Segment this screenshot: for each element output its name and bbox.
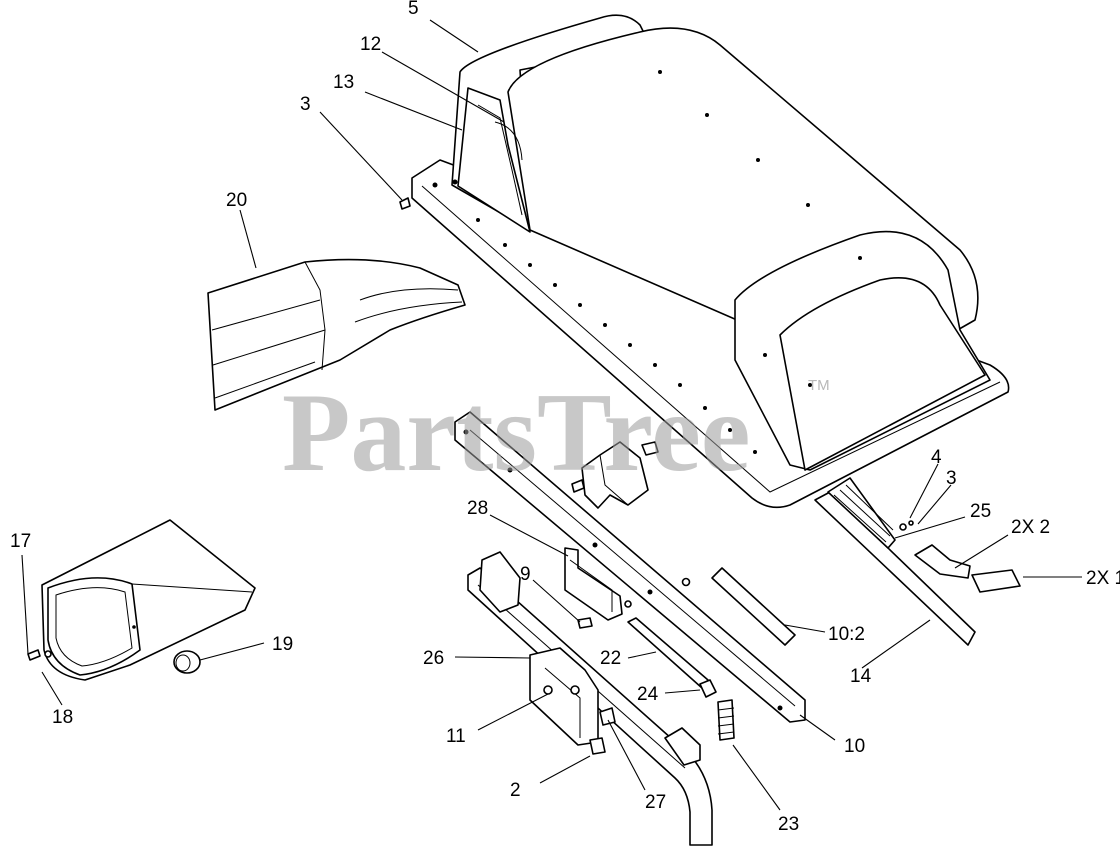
bushing [699,679,717,698]
foam-strip [711,567,796,646]
rubber-plug [173,650,201,674]
callout-4: 4 [931,447,942,468]
lower-bracket [564,547,691,629]
callout-12: 12 [360,34,381,55]
callout-2x-2: 2X 2 [1011,517,1050,538]
hood-assembly [411,14,1010,509]
spring [717,699,735,741]
callout-10: 10 [844,736,865,757]
callout-13: 13 [333,72,354,93]
callout-20: 20 [226,190,247,211]
handle-rail [454,411,806,723]
upper-bracket [571,441,659,509]
hood-rear-cap [779,276,986,471]
callout-3-right: 3 [946,468,957,489]
leader-lines [21,19,1082,811]
callout-22: 22 [600,648,621,669]
callout-labels: 5 12 13 3 20 4 3 25 2X 2 2X 1 28 9 10:2 … [10,0,1120,835]
callout-14: 14 [850,666,872,687]
screen-mesh [827,477,896,549]
screw-3-top [399,197,411,210]
callout-28: 28 [467,498,488,519]
callout-10-2: 10:2 [828,624,865,645]
callout-2: 2 [510,780,521,801]
watermark-trademark: TM [808,377,830,394]
callout-11: 11 [446,726,466,747]
callout-27: 27 [645,792,666,813]
callout-24: 24 [637,684,659,705]
hood-front-opening [457,87,531,233]
screen-and-latch [814,477,1021,646]
callout-18: 18 [52,707,73,728]
rail-bar [454,411,806,723]
callout-17: 17 [10,531,31,552]
callout-26: 26 [423,648,444,669]
watermark-text: PartsTree [282,371,751,495]
chute-plug [41,519,256,681]
mount-plate [529,647,616,755]
callout-9: 9 [520,564,531,585]
screw-17 [27,649,52,661]
callout-5: 5 [408,0,419,19]
chute-body [207,258,466,411]
callout-25: 25 [970,501,991,522]
callout-19: 19 [272,634,293,655]
callout-3-top: 3 [300,94,311,115]
discharge-chute [207,258,466,411]
callout-2x-1: 2X 1 [1086,568,1120,589]
side-rail-14 [814,491,976,646]
lever-arm [467,551,713,846]
lever-bar [467,567,713,846]
callout-23: 23 [778,814,799,835]
